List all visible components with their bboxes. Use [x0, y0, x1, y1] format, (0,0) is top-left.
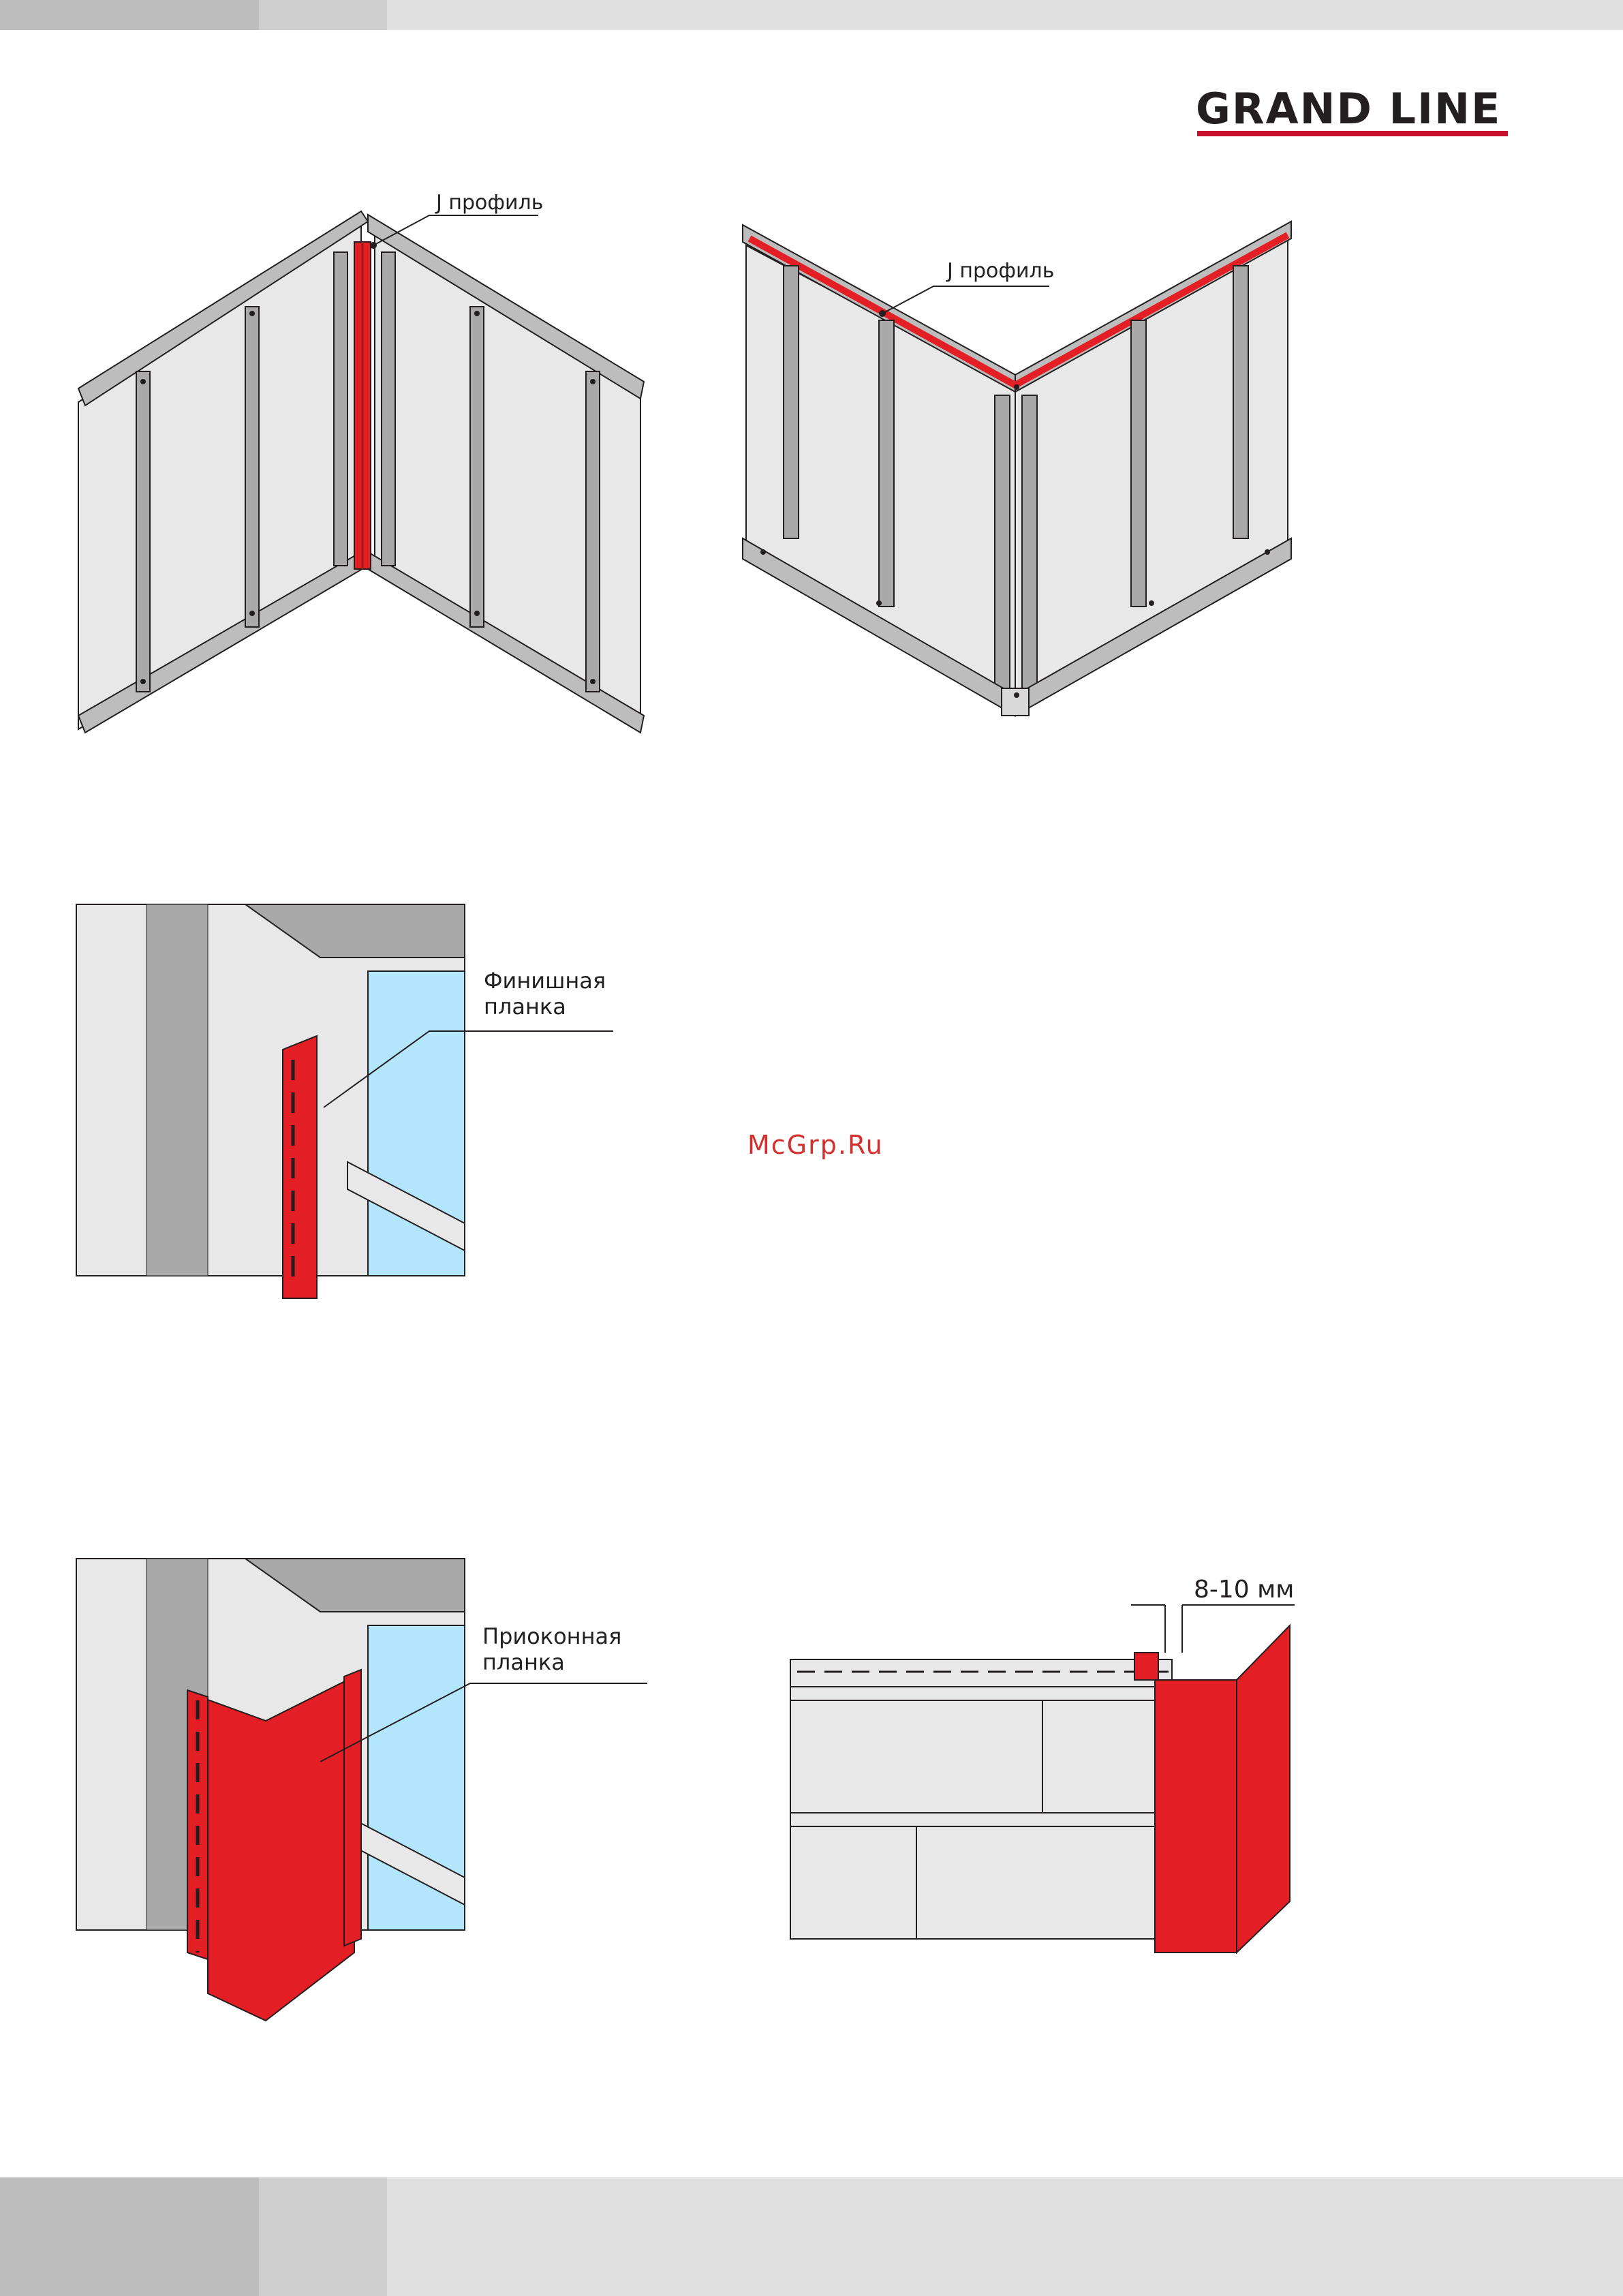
fig2-label: J профиль [947, 259, 1054, 283]
fig1-label: J профиль [436, 191, 543, 215]
left-stud-1 [784, 266, 799, 538]
right-stud-3 [1233, 266, 1248, 538]
fig5-label: 8-10 мм [1194, 1576, 1294, 1604]
corner-profile-side [1237, 1625, 1290, 1953]
top-band [0, 0, 1623, 30]
figure-inner-corner-j-profile [68, 177, 668, 743]
wall-stud [146, 904, 208, 1276]
top-band-mid [259, 0, 387, 30]
bottom-band-mid [259, 2177, 387, 2296]
siding-panel-1b [1042, 1700, 1172, 1813]
left-stud-3 [334, 252, 347, 566]
corner-profile-front [1155, 1680, 1237, 1953]
corner-block [1002, 688, 1029, 716]
siding-panel-2b [916, 1826, 1172, 1939]
fig4-label-line2: планка [482, 1649, 565, 1675]
grand-line-logo: GRAND LINE [1196, 82, 1509, 136]
right-stud-2 [1131, 320, 1146, 607]
window-strip-red [191, 1677, 354, 2021]
finishing-strip-red [283, 1036, 317, 1298]
right-stud-2 [470, 307, 484, 627]
corner-profile-lip [1134, 1653, 1158, 1680]
right-stud-1 [382, 252, 395, 566]
figure-siding-gap [787, 1585, 1305, 1966]
top-band-light [387, 0, 1623, 30]
left-stud-1 [136, 371, 150, 692]
right-stud-3 [586, 371, 600, 692]
fig3-label-line1: Финишная [484, 968, 606, 994]
siding-row-2 [790, 1813, 1172, 1826]
fig3-label-line2: планка [484, 994, 566, 1020]
figure-outer-corner-j-profile [736, 218, 1301, 736]
bottom-band [0, 2177, 1623, 2296]
watermark: McGrp.Ru [747, 1130, 884, 1160]
logo-underline [1197, 131, 1508, 136]
figure-finishing-strip [75, 903, 634, 1312]
siding-panel-2a [790, 1826, 916, 1939]
window-strip-flange-right [344, 1670, 361, 1946]
top-band-dark [0, 0, 259, 30]
left-stud-3 [995, 395, 1010, 688]
fig4-label-line1: Приоконная [482, 1623, 621, 1649]
right-stud-1 [1022, 395, 1037, 688]
left-stud-2 [245, 307, 259, 627]
window-strip-flange-left [187, 1690, 208, 1959]
siding-row-1 [790, 1687, 1172, 1700]
bottom-band-light [387, 2177, 1623, 2296]
left-stud-2 [879, 320, 894, 607]
logo-text: GRAND LINE [1196, 82, 1501, 136]
bottom-band-dark [0, 2177, 259, 2296]
siding-panel-1a [790, 1700, 1042, 1813]
siding-top-strip [790, 1659, 1172, 1687]
